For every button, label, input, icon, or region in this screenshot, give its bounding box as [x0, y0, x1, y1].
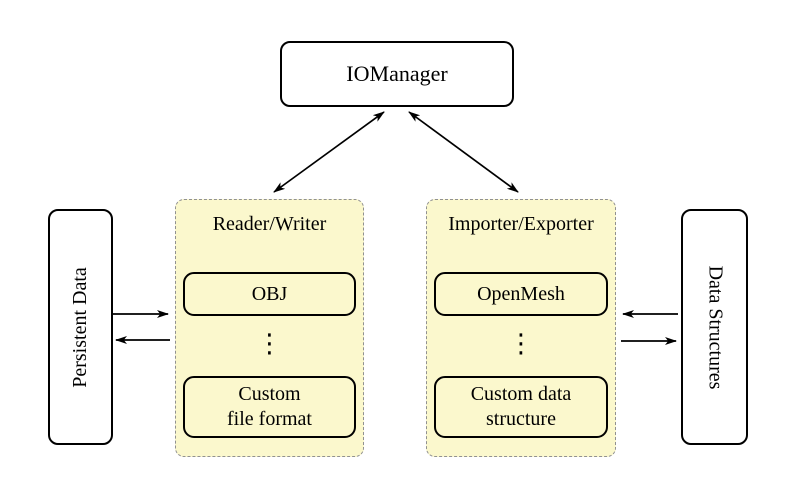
custom-data-structure-line2: structure: [486, 408, 556, 430]
data-structures-node: Data Structures: [681, 209, 748, 445]
reader-writer-ellipsis: ⋮: [256, 329, 283, 359]
iomanager-node: IOManager: [280, 41, 514, 107]
arrow-iomanager-readerwriter: [273, 111, 385, 193]
persistent-data-node: Persistent Data: [48, 209, 113, 445]
importer-exporter-ellipsis: ⋮: [508, 329, 534, 359]
iomanager-label: IOManager: [346, 61, 448, 86]
custom-file-format-node: Custom file format: [183, 376, 356, 438]
obj-node: OBJ: [183, 272, 356, 316]
persistent-data-label: Persistent Data: [69, 266, 91, 388]
custom-file-format-line1: Custom: [238, 383, 301, 405]
arrow-iomanager-importerexporter: [408, 111, 519, 193]
custom-data-structure-line1: Custom data: [470, 383, 572, 405]
openmesh-label: OpenMesh: [477, 282, 565, 305]
reader-writer-title: Reader/Writer: [212, 213, 327, 235]
custom-file-format-line2: file format: [227, 408, 312, 430]
obj-label: OBJ: [251, 282, 288, 305]
custom-data-structure-node: Custom data structure: [434, 376, 608, 438]
openmesh-node: OpenMesh: [434, 272, 608, 316]
data-structures-label: Data Structures: [704, 265, 727, 389]
importer-exporter-title: Importer/Exporter: [448, 213, 594, 235]
